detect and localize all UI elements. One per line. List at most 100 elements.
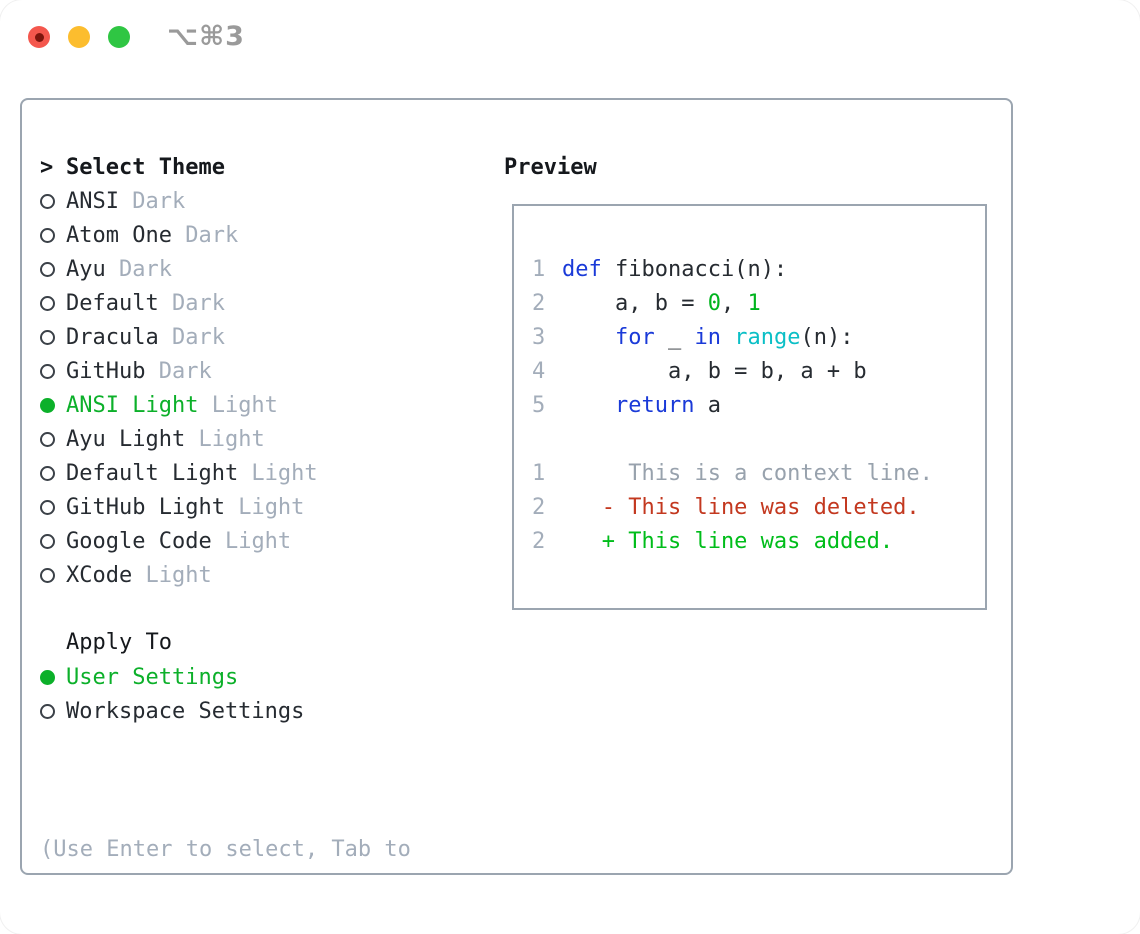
code-token: fibonacci(n): <box>601 257 788 282</box>
option-label: ANSI <box>66 188 119 214</box>
line-number: 5 <box>532 393 546 418</box>
radio-icon <box>40 329 55 345</box>
option-variant-label: Light <box>132 562 212 588</box>
code-token: return <box>614 393 695 418</box>
apply-option-user-settings[interactable]: User Settings <box>40 660 411 694</box>
code-line-9: 2 + This line was added. <box>532 525 933 559</box>
option-variant-label: Light <box>185 426 265 452</box>
option-label: GitHub Light <box>66 494 225 520</box>
radio-icon <box>40 193 55 209</box>
preview-header: Preview <box>504 155 597 180</box>
code-token <box>562 393 615 418</box>
option-label: GitHub <box>66 358 146 384</box>
radio-icon <box>40 227 55 243</box>
close-button-dot <box>34 32 44 42</box>
radio-icon <box>40 295 55 311</box>
line-number: 3 <box>532 325 546 350</box>
option-variant-label: Light <box>224 494 305 520</box>
theme-option-github[interactable]: GitHub Dark <box>40 354 411 388</box>
select-theme-title: Select Theme <box>66 154 225 180</box>
line-number: 2 <box>532 529 546 554</box>
apply-to-header: Apply To <box>66 630 172 655</box>
option-variant-label: Light <box>198 392 278 418</box>
option-label: User Settings <box>66 664 239 690</box>
window-title: ⌥⌘3 <box>167 21 245 52</box>
line-number: 2 <box>532 291 546 316</box>
theme-option-github-light[interactable]: GitHub Light Light <box>40 490 411 524</box>
option-variant-label: Dark <box>171 222 239 248</box>
code-line-7: 1 This is a context line. <box>532 457 933 491</box>
apply-option-workspace-settings[interactable]: Workspace Settings <box>40 694 411 728</box>
code-token: a, b = <box>562 291 708 316</box>
theme-option-xcode[interactable]: XCode Light <box>40 558 411 592</box>
theme-option-ansi[interactable]: ANSI Dark <box>40 184 411 218</box>
radio-icon <box>40 363 55 379</box>
code-token <box>562 325 615 350</box>
theme-option-default[interactable]: Default Dark <box>40 286 411 320</box>
theme-option-google-code[interactable]: Google Code Light <box>40 524 411 558</box>
theme-option-ayu[interactable]: Ayu Dark <box>40 252 411 286</box>
radio-icon <box>40 465 55 481</box>
code-token: (n): <box>800 325 854 350</box>
option-label: Dracula <box>66 324 159 350</box>
line-number: 1 <box>532 257 546 282</box>
code-token: This is a context line. <box>562 461 933 486</box>
option-label: Atom One <box>66 222 172 248</box>
line-number: 2 <box>532 495 546 520</box>
radio-icon <box>40 533 55 549</box>
radio-selected-icon <box>40 397 55 413</box>
hint-text: (Use Enter to select, Tab to change focu… <box>40 762 411 934</box>
code-line-5: 5 return a <box>532 389 933 423</box>
option-variant-label: Dark <box>158 324 225 350</box>
code-token: - This line was deleted. <box>562 495 920 520</box>
option-label: Default Light <box>66 460 239 486</box>
option-label: Workspace Settings <box>66 698 305 724</box>
code-token: a <box>694 393 721 418</box>
code-token: + This line was added. <box>562 529 894 554</box>
option-variant-label: Dark <box>145 358 212 384</box>
option-label: Ayu <box>66 256 106 282</box>
prompt-icon: > <box>40 154 54 180</box>
theme-option-dracula[interactable]: Dracula Dark <box>40 320 411 354</box>
code-line-2: 2 a, b = 0, 1 <box>532 287 933 321</box>
line-number: 4 <box>532 359 546 384</box>
code-token: 0 <box>707 291 721 316</box>
radio-selected-icon <box>40 669 55 685</box>
theme-option-ayu-light[interactable]: Ayu Light Light <box>40 422 411 456</box>
option-variant-label: Light <box>238 460 318 486</box>
code-token: range <box>734 325 801 350</box>
radio-icon <box>40 431 55 447</box>
option-label: Default <box>66 290 159 316</box>
hint-line-1: (Use Enter to select, Tab to <box>40 837 411 862</box>
code-token: 1 <box>747 291 761 316</box>
code-token: _ <box>654 325 695 350</box>
code-token: in <box>694 325 721 350</box>
theme-option-default-light[interactable]: Default Light Light <box>40 456 411 490</box>
radio-icon <box>40 499 55 515</box>
option-variant-label: Dark <box>118 188 186 214</box>
code-token: def <box>562 257 602 282</box>
theme-option-atom-one[interactable]: Atom One Dark <box>40 218 411 252</box>
option-label: XCode <box>66 562 133 588</box>
code-line-1: 1 def fibonacci(n): <box>532 253 933 287</box>
titlebar: ⌥⌘3 <box>0 0 1140 74</box>
minimize-button[interactable] <box>68 26 90 48</box>
code-token <box>721 325 734 350</box>
radio-icon <box>40 261 55 277</box>
code-token: a, b = b, a + b <box>562 359 867 384</box>
option-label: ANSI Light <box>66 392 199 418</box>
code-line-8: 2 - This line was deleted. <box>532 491 933 525</box>
theme-option-ansi-light[interactable]: ANSI Light Light <box>40 388 411 422</box>
code-line-3: 3 for _ in range(n): <box>532 321 933 355</box>
option-label: Ayu Light <box>66 426 186 452</box>
option-variant-label: Dark <box>158 290 225 316</box>
option-variant-label: Light <box>211 528 292 554</box>
zoom-button[interactable] <box>108 26 130 48</box>
option-label: Google Code <box>66 528 212 554</box>
close-button[interactable] <box>28 26 50 48</box>
